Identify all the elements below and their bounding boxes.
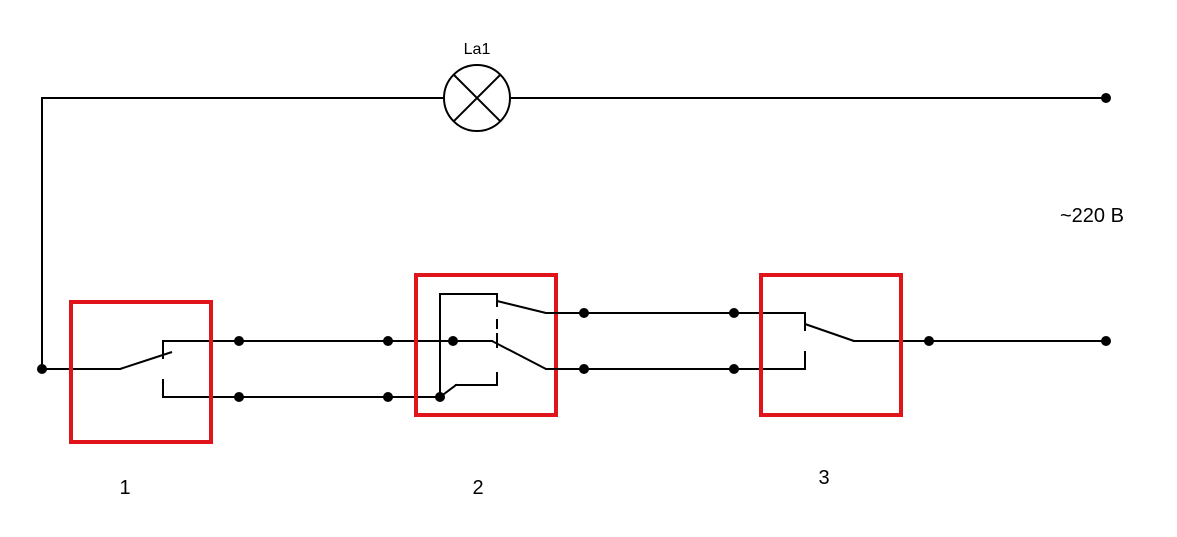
- switch-2-number: 2: [472, 477, 483, 499]
- switch-2-frame: [414, 273, 558, 417]
- supply-voltage-label: ~220 В: [1060, 205, 1124, 227]
- switch-2-contacts: [435, 293, 547, 402]
- switch-1-frame: [69, 300, 213, 444]
- switch-1-number: 1: [119, 477, 130, 499]
- switch-3-contacts: [804, 312, 1107, 370]
- lamp-icon: [443, 64, 511, 132]
- lamp-circuit-line: [41, 97, 1107, 370]
- traveler-wires-1-2: [234, 336, 454, 402]
- switch-1-contacts: [37, 340, 240, 398]
- switch-3-number: 3: [818, 467, 829, 489]
- traveler-wires-2-3: [545, 308, 806, 374]
- switch-3-frame: [759, 273, 903, 417]
- lamp-label: La1: [464, 41, 491, 58]
- supply-terminal-top: [1101, 93, 1111, 103]
